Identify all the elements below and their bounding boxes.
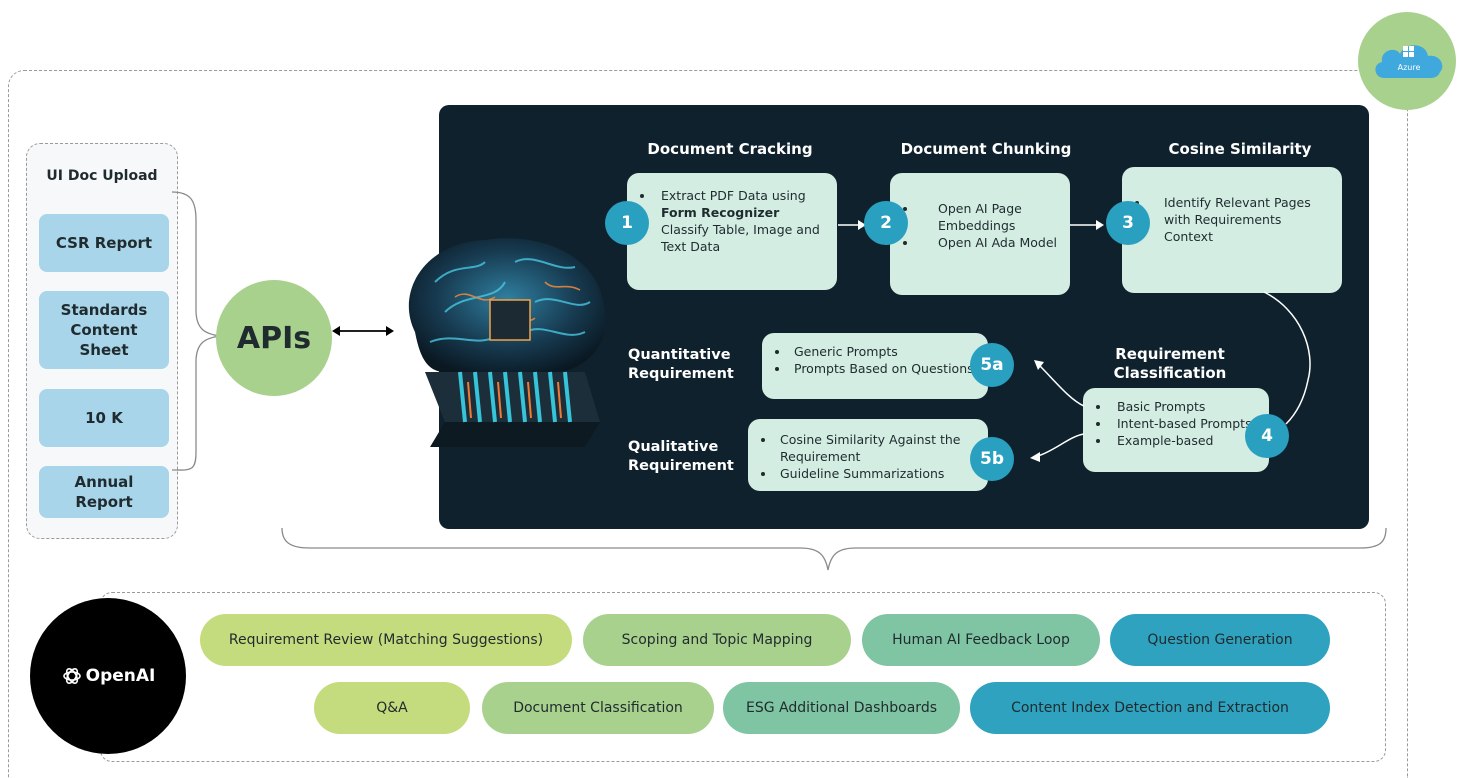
qualitative-label: Qualitative Requirement (628, 439, 734, 474)
stage1-bullet-2: Classify Table, Image and Text Data (655, 221, 827, 255)
quantitative-bullet-1: Generic Prompts (790, 343, 980, 360)
stage-title-document-cracking: Document Cracking (647, 140, 813, 158)
arrow-1-to-2 (838, 220, 866, 230)
capability-scoping-topic-mapping[interactable]: Scoping and Topic Mapping (583, 614, 851, 666)
classification-bullet-2: Intent-based Prompts (1111, 415, 1261, 432)
doc-button-10k[interactable]: 10 K (39, 389, 169, 447)
classification-title: Requirement Classification (1113, 345, 1227, 382)
qualitative-bullet-1: Cosine Similarity Against the Requiremen… (776, 431, 980, 465)
stage2-bullet-2: Open AI Ada Model (918, 234, 1062, 251)
capability-qa[interactable]: Q&A (314, 682, 470, 734)
openai-logo: OpenAI (30, 598, 186, 754)
stage1-bold-text: Form Recognizer (661, 205, 780, 220)
stage-card-document-chunking: Open AI Page Embeddings Open AI Ada Mode… (890, 173, 1070, 295)
stage1-bullet-1: Extract PDF Data using (661, 188, 806, 203)
doc-button-standards-content-sheet[interactable]: Standards Content Sheet (39, 291, 169, 369)
capability-content-index-detection[interactable]: Content Index Detection and Extraction (970, 682, 1330, 734)
classification-card: Basic Prompts Intent-based Prompts Examp… (1083, 388, 1269, 472)
stage-card-document-cracking: Extract PDF Data using Form Recognizer C… (627, 173, 837, 290)
ai-brain-chip-image (408, 238, 606, 447)
stage-number-4: 4 (1245, 414, 1289, 458)
apis-brain-arrow (332, 326, 394, 336)
stage-number-5b: 5b (970, 437, 1014, 481)
azure-label: Azure (1398, 63, 1421, 72)
stage3-bullet-1: Identify Relevant Pages with Requirement… (1150, 194, 1332, 245)
quantitative-label: Quantitative Requirement (628, 347, 734, 382)
openai-logo-text: OpenAI (85, 666, 156, 686)
doc-button-csr-report[interactable]: CSR Report (39, 214, 169, 272)
capability-requirement-review[interactable]: Requirement Review (Matching Suggestions… (200, 614, 572, 666)
doc-button-annual-report[interactable]: Annual Report (39, 466, 169, 518)
capability-esg-additional-dashboards[interactable]: ESG Additional Dashboards (723, 682, 960, 734)
arrow-2-to-3 (1070, 220, 1104, 230)
quantitative-card: Generic Prompts Prompts Based on Questio… (762, 333, 988, 399)
capability-question-generation[interactable]: Question Generation (1110, 614, 1330, 666)
quantitative-bullet-2: Prompts Based on Questions (790, 360, 980, 377)
stage-number-5a: 5a (970, 343, 1014, 387)
arrow-3-to-4 (1263, 291, 1311, 425)
doc-upload-title: UI Doc Upload (46, 168, 158, 184)
stage-number-3: 3 (1106, 201, 1150, 245)
stage-number-1: 1 (605, 201, 649, 245)
apis-node: APIs (216, 280, 332, 396)
classification-bullet-1: Basic Prompts (1111, 398, 1261, 415)
stage-number-2: 2 (864, 201, 908, 245)
qualitative-bullet-2: Guideline Summarizations (776, 465, 980, 482)
windows-cloud-icon: Azure (1375, 45, 1443, 78)
stage2-bullet-1: Open AI Page Embeddings (918, 200, 1062, 234)
capability-document-classification[interactable]: Document Classification (482, 682, 714, 734)
stage-title-cosine-similarity: Cosine Similarity (1168, 140, 1312, 158)
openai-knot-icon (62, 667, 81, 685)
stage-title-document-chunking: Document Chunking (900, 140, 1072, 158)
arrows-4-to-5 (1030, 360, 1085, 462)
pipeline-brace (281, 528, 1387, 571)
stage-card-cosine-similarity: Identify Relevant Pages with Requirement… (1122, 167, 1342, 293)
classification-bullet-3: Example-based (1111, 432, 1261, 449)
azure-boundary (8, 70, 1408, 778)
qualitative-card: Cosine Similarity Against the Requiremen… (748, 419, 988, 491)
capability-human-ai-feedback-loop[interactable]: Human AI Feedback Loop (862, 614, 1100, 666)
